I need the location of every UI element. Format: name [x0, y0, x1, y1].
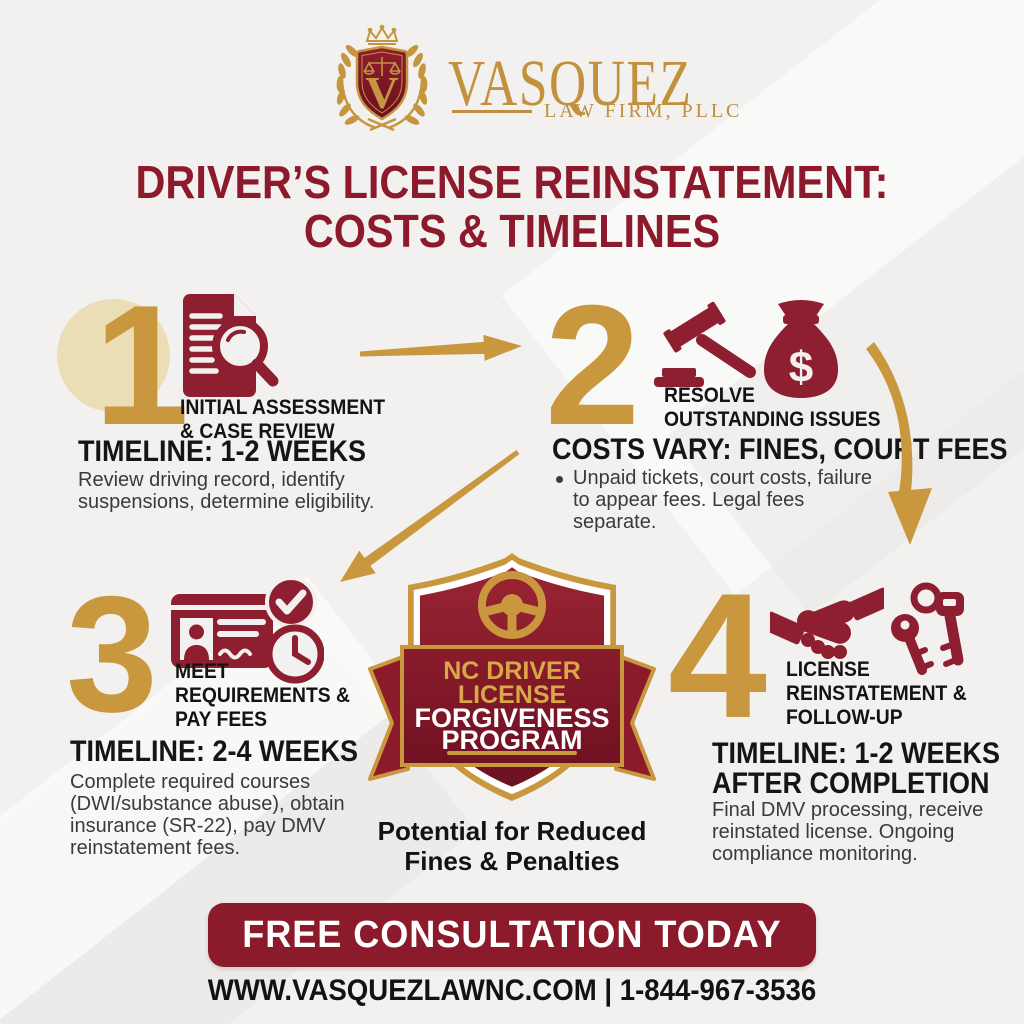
badge-underline [447, 751, 577, 755]
brand-subtitle: LAW FIRM, PLLC [544, 100, 743, 122]
contact-line: WWW.VASQUEZLAWNC.COM | 1-844-967-3536 [207, 974, 817, 1007]
step3-heading-line2: REQUIREMENTS & [175, 684, 350, 707]
dollar-sign: $ [789, 343, 813, 392]
step2-number: 2 [545, 270, 641, 461]
page-title-line1: DRIVER’S LICENSE REINSTATEMENT: [135, 156, 889, 208]
step1-heading-line1: INITIAL ASSESSMENT [180, 396, 386, 419]
step2-costs: COSTS VARY: FINES, COURT FEES [552, 433, 1008, 466]
arrow-diagonal-icon [340, 450, 520, 582]
license-card-check-clock-icon [171, 576, 324, 684]
step2-body: Unpaid tickets, court costs, failure to … [573, 467, 873, 533]
step1-body: Review driving record, identify suspensi… [78, 469, 375, 513]
step2-heading-line2: OUTSTANDING ISSUES [664, 408, 881, 431]
step4-heading-line1: LICENSE [786, 658, 870, 681]
laurel-wreath-icon [336, 44, 428, 132]
cta-label: FREE CONSULTATION TODAY [242, 913, 782, 956]
step4-heading-line3: FOLLOW-UP [786, 706, 903, 729]
step1-number-circle [57, 299, 170, 412]
gavel-icon [654, 301, 756, 387]
step3-body: Complete required courses (DWI/substance… [70, 771, 345, 859]
step4-heading-line2: REINSTATEMENT & [786, 682, 967, 705]
brand-divider [452, 110, 532, 113]
crown-icon [365, 24, 399, 45]
money-bag-icon: $ [764, 300, 838, 398]
arrow-curved-down-icon [866, 342, 932, 545]
badge-caption: Potential for Reduced Fines & Penalties [377, 816, 647, 876]
badge-line1: NC DRIVER [443, 657, 581, 685]
step2-heading: RESOLVE OUTSTANDING ISSUES [664, 384, 880, 432]
step1-timeline: TIMELINE: 1-2 WEEKS [78, 435, 367, 468]
step3-number: 3 [66, 562, 158, 746]
step2-heading-line1: RESOLVE [664, 384, 755, 407]
document-magnifier-icon [183, 294, 279, 397]
step4-body: Final DMV processing, receive reinstated… [712, 799, 984, 865]
free-consultation-button[interactable]: FREE CONSULTATION TODAY [208, 903, 816, 967]
step1-heading: INITIAL ASSESSMENT & CASE REVIEW [180, 396, 385, 444]
forgiveness-program-badge-icon [368, 553, 656, 801]
step1-number: 1 [94, 270, 190, 461]
law-firm-emblem-icon: V [336, 24, 428, 132]
step4-number: 4 [668, 556, 767, 755]
bullet-icon [556, 476, 563, 483]
step3-heading-line1: MEET [175, 660, 229, 683]
badge-line3: FORGIVENESS [414, 703, 610, 733]
page-title-line2: COSTS & TIMELINES [303, 205, 721, 257]
scales-of-justice-icon [363, 57, 401, 76]
steering-wheel-icon [478, 571, 546, 639]
step1-heading-line2: & CASE REVIEW [180, 420, 335, 443]
shield-icon: V [355, 45, 409, 121]
handshake-icon [770, 587, 884, 659]
step3-timeline: TIMELINE: 2-4 WEEKS [70, 735, 359, 768]
step3-heading-line3: PAY FEES [175, 708, 267, 731]
step4-timeline-line2: AFTER COMPLETION [712, 767, 990, 800]
step2-bullet-item: Unpaid tickets, court costs, failure to … [556, 467, 873, 534]
step4-heading: LICENSE REINSTATEMENT & FOLLOW-UP [786, 658, 967, 730]
badge-line2: LICENSE [457, 681, 567, 709]
brand-name: VASQUEZ [448, 47, 693, 120]
arrow-right-icon [359, 334, 522, 361]
step3-heading: MEET REQUIREMENTS & PAY FEES [175, 660, 350, 732]
keys-icon [891, 582, 964, 675]
badge-line4: PROGRAM [441, 725, 583, 755]
step4-timeline-line1: TIMELINE: 1-2 WEEKS [712, 737, 1001, 770]
